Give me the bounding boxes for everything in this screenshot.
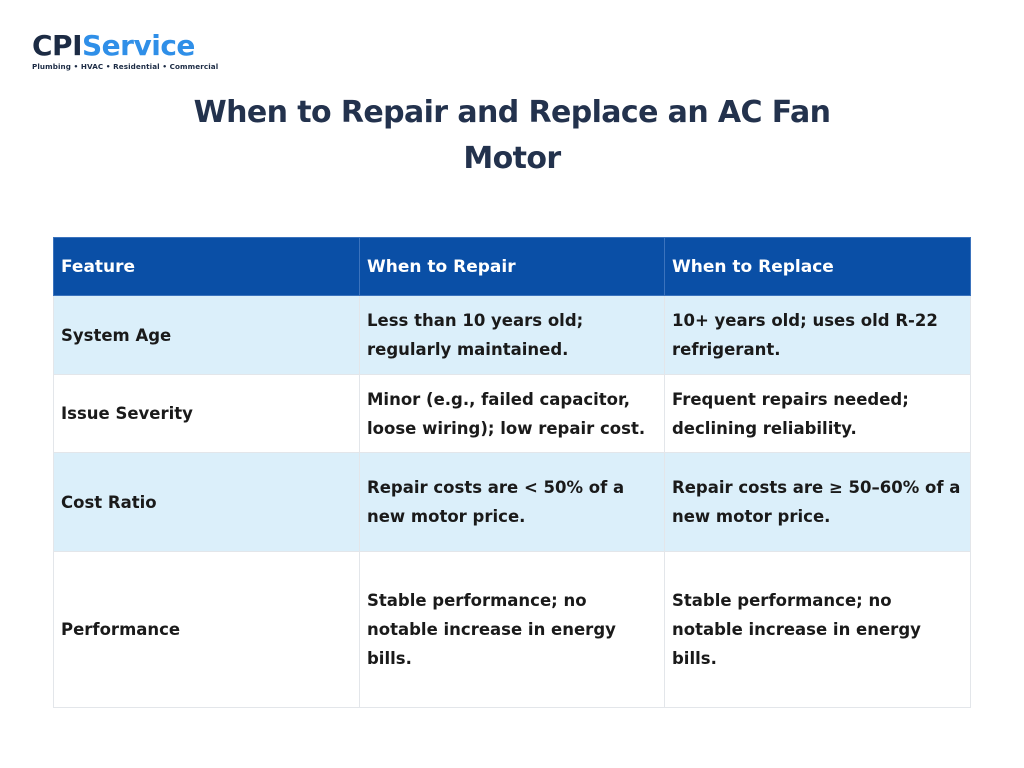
replace-cell: Stable performance; no notable increase … xyxy=(664,551,971,708)
table-row: System Age Less than 10 years old; regul… xyxy=(53,295,971,375)
header-when-to-replace: When to Replace xyxy=(664,237,971,296)
logo-cpi: CPI xyxy=(32,29,83,62)
logo-tagline: Plumbing • HVAC • Residential • Commerci… xyxy=(32,62,219,71)
header-when-to-repair: When to Repair xyxy=(359,237,665,296)
table-row: Issue Severity Minor (e.g., failed capac… xyxy=(53,374,971,453)
repair-cell: Stable performance; no notable increase … xyxy=(359,551,665,708)
replace-cell: Repair costs are ≥ 50–60% of a new motor… xyxy=(664,452,971,552)
feature-cell: Cost Ratio xyxy=(53,452,360,552)
feature-cell: Performance xyxy=(53,551,360,708)
repair-cell: Minor (e.g., failed capacitor, loose wir… xyxy=(359,374,665,453)
comparison-table: Feature When to Repair When to Replace S… xyxy=(53,237,971,708)
header-feature: Feature xyxy=(53,237,360,296)
repair-cell: Repair costs are < 50% of a new motor pr… xyxy=(359,452,665,552)
logo-service: Service xyxy=(82,29,195,62)
replace-cell: 10+ years old; uses old R-22 refrigerant… xyxy=(664,295,971,375)
repair-cell: Less than 10 years old; regularly mainta… xyxy=(359,295,665,375)
page-title: When to Repair and Replace an AC Fan Mot… xyxy=(193,95,831,176)
feature-cell: System Age xyxy=(53,295,360,375)
replace-cell: Frequent repairs needed; declining relia… xyxy=(664,374,971,453)
table-row: Performance Stable performance; no notab… xyxy=(53,551,971,708)
table-header-row: Feature When to Repair When to Replace xyxy=(53,237,971,296)
feature-cell: Issue Severity xyxy=(53,374,360,453)
table-row: Cost Ratio Repair costs are < 50% of a n… xyxy=(53,452,971,552)
